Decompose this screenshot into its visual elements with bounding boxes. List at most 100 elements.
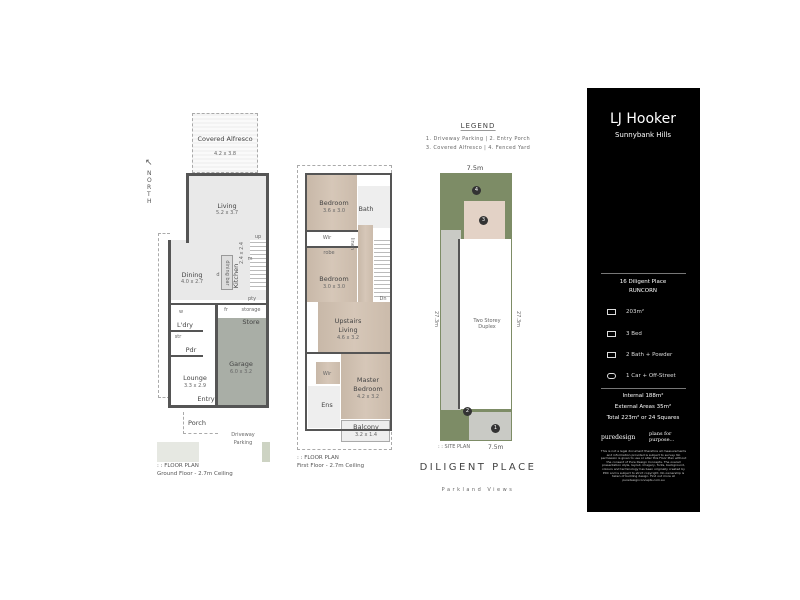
site-depth-right: 27.3m [515,310,521,328]
marker-3: 3 [479,216,488,225]
alfresco-label: Covered Alfresco [197,135,253,143]
garage [218,318,266,405]
first-floor-walls [305,173,392,431]
estate-subtitle: Parkland Views [441,487,515,493]
balcony-label: Balcony [353,423,379,431]
kitchen-size: 2.4 x 2.4 [239,241,245,265]
bath [358,186,390,228]
bedroom-1 [307,175,357,230]
feature-text: 1 Car + Off-Street [626,373,676,379]
store-label: Store [242,318,260,326]
entry-label: Entry [197,395,215,403]
laundry-label: L'dry [176,321,194,329]
bed-divider [306,230,358,232]
legend-line-1: 1. Driveway Parking | 2. Entry Porch [425,136,531,142]
driveway-label: Driveway [231,432,255,438]
agency-panel: LJ Hooker Sunnybank Hills 16 Diligent Pl… [587,88,700,512]
upstairs-living [318,302,390,352]
linen-label: linen [349,237,355,251]
robe-label: robe [323,250,335,256]
bath-label: Bath [358,205,374,213]
site-boundary [158,233,170,398]
office-name: Sunnybank Hills [614,131,672,139]
total-area: Total 223m² or 24 Squares [606,415,680,421]
bedroom-1-size: 3.6 x 3.0 [322,208,346,214]
external-area: External Areas 35m² [614,404,672,410]
bedroom-2-size: 3.0 x 3.0 [322,284,346,290]
north-arrow-icon: ↖ [145,158,153,168]
address: 16 Diligent Place [619,279,667,285]
alfresco-area [192,113,258,173]
bed-icon [607,331,616,337]
master-label: Master [356,376,380,384]
feature-land: 203m² [607,309,644,315]
site-width-bottom: 7.5m [488,444,504,451]
feature-bed: 3 Bed [607,331,642,337]
stairs [250,240,266,290]
living-walls [186,173,269,243]
hallway [358,225,373,305]
estate-title: DILIGENT PLACE [419,462,537,473]
lounge-label: Lounge [183,374,207,382]
puredesign-logo: puredesign [601,434,636,441]
site-depth-left: 27.3m [433,310,439,328]
caption-title: : : FLOOR PLAN [297,455,339,461]
first-floor-caption: : : FLOOR PLAN First Floor - 2.7m Ceilin… [297,454,364,470]
suburb: RUNCORN [628,288,658,294]
front-yard-right [262,442,270,462]
marker-4: 4 [472,186,481,195]
site-plan-caption: : : SITE PLAN [438,444,471,450]
side-path [441,230,461,410]
master-bedroom [341,354,390,419]
balcony-size: 3.2 x 1.4 [354,432,378,438]
dining-size: 4.0 x 2.7 [180,279,204,285]
north-label: NORTH [147,170,152,205]
disclaimer: This is not a legal document therefore a… [600,449,687,482]
master-wir-label: Wir [322,371,332,377]
master-bedroom-size: 4.2 x 3.2 [356,394,380,400]
ensuite-label: Ens [321,401,333,409]
pantry-label: pty [247,296,257,302]
internal-area: Internal 188m² [622,393,664,399]
site-width-top: 7.5m [466,164,484,172]
up-label: up [254,234,262,240]
feature-text: 2 Bath + Powder [626,352,673,358]
pdr-wall [171,355,203,357]
m-label: m [247,256,253,262]
feature-text: 203m² [626,309,645,315]
dining-walls [168,240,269,305]
garage-size: 6.0 x 3.2 [229,369,253,375]
str-label: str [174,334,182,340]
ensuite [308,386,340,428]
duplex-building [458,239,511,409]
land-area-icon [607,309,616,315]
legend-title: LEGEND [460,122,496,131]
garage-wall [215,305,218,408]
feature-car: 1 Car + Off-Street [607,373,676,379]
dining-room [170,240,220,300]
kitchen-bench [221,255,233,290]
fridge-label: fr [224,307,228,313]
front-yard-left [157,442,199,462]
down-label: Dn [379,296,387,302]
d-label: d [216,272,220,278]
balcony [341,420,390,442]
brand-logo: LJ Hooker [609,111,677,127]
divider [601,273,686,274]
living-divider [306,352,391,354]
caption-title: : : FLOOR PLAN [157,463,199,469]
lower-walls [168,303,269,408]
parking-label: Parking [233,440,253,446]
porch-label: Porch [188,419,206,427]
bath-icon [607,352,616,358]
living-size: 5.2 x 3.7 [215,210,239,216]
bedroom-2-label: Bedroom [319,275,349,283]
upstairs-living-label: Living [338,326,358,334]
garage-label: Garage [229,360,253,368]
kitchen-label: Kitchen [232,263,240,289]
ground-floor-caption: : : FLOOR PLAN Ground Floor - 2.7m Ceili… [157,462,233,478]
caption-detail: First Floor - 2.7m Ceiling [297,463,365,469]
wir-label: Wir [322,235,332,241]
legend-line-2: 3. Covered Alfresco | 4. Fenced Yard [425,145,531,151]
feature-text: 3 Bed [626,331,642,337]
